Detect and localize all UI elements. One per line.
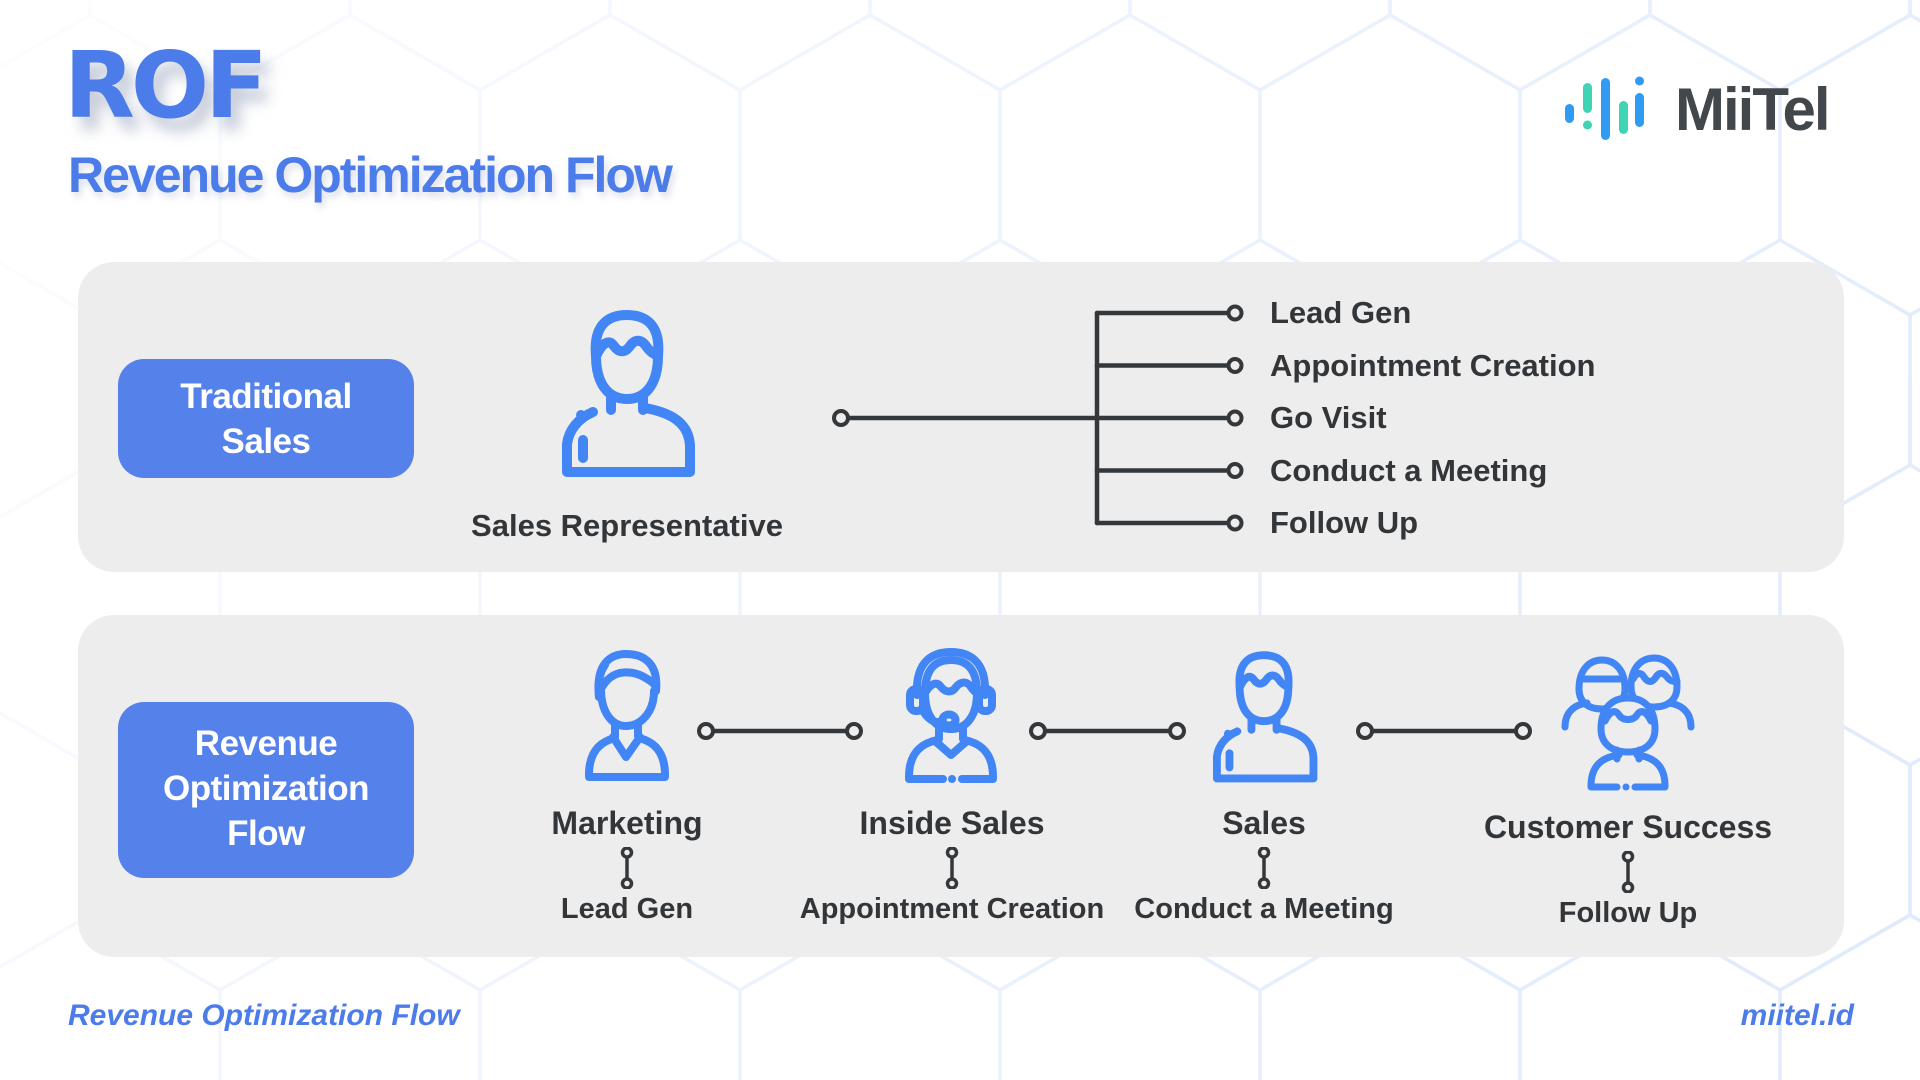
headset-person-icon [905,648,997,783]
step-label-appointment-creation: Appointment Creation [1270,348,1596,383]
traditional-sales-panel: Traditional Sales Sales Representative [78,262,1844,572]
person-role-label: Sales Representative [471,508,783,543]
role-name-label: Inside Sales [859,805,1045,841]
sales-representative-icon [562,310,695,477]
connector-dumbbell-icon [1257,847,1271,889]
page-title: ROF [64,32,268,139]
step-label-go-visit: Go Visit [1270,400,1387,435]
footer-website: miitel.id [1740,999,1854,1032]
role-name-label: Customer Success [1483,809,1773,845]
soundwave-logo-icon [1565,76,1644,140]
role-task-label: Follow Up [1558,897,1698,929]
revenue-optimization-badge: Revenue Optimization Flow [118,702,414,878]
traditional-sales-badge: Traditional Sales [118,359,414,478]
role-marketing: Marketing Lead Gen [457,645,797,927]
team-icon [1561,654,1695,791]
revenue-optimization-panel: Revenue Optimization Flow Marketing [78,615,1844,957]
badge-line: Revenue [194,724,338,763]
role-customer-success: Customer Success Follow Up [1458,645,1798,931]
role-name-label: Sales [1222,805,1306,841]
flow-connector-line [697,722,863,740]
marketing-person-icon [585,650,669,781]
step-label-conduct-a-meeting: Conduct a Meeting [1270,453,1548,488]
badge-line: Optimization [163,769,369,808]
sales-person-icon [1212,651,1318,783]
role-task-label: Lead Gen [560,893,694,925]
footer-caption: Revenue Optimization Flow [68,999,460,1032]
badge-line: Traditional [180,377,352,416]
role-inside-sales: Inside Sales Appointment Creation [782,645,1122,927]
badge-line: Flow [227,814,305,853]
brand-name: MiiTel [1675,76,1831,143]
connector-dumbbell-icon [620,847,634,889]
flow-connector-line [1029,722,1186,740]
connector-dumbbell-icon [945,847,959,889]
brand-logo: MiiTel [1563,74,1831,146]
role-name-label: Marketing [551,805,703,841]
role-task-label: Appointment Creation [799,893,1105,925]
step-label-lead-gen: Lead Gen [1270,295,1412,330]
role-sales: Sales Conduct a Meeting [1094,645,1434,927]
process-bracket-lines [832,304,1244,532]
connector-dumbbell-icon [1621,851,1635,893]
step-label-follow-up: Follow Up [1270,505,1419,540]
role-task-label: Conduct a Meeting [1134,893,1394,925]
flow-connector-line [1356,722,1532,740]
badge-line: Sales [221,422,311,461]
page-subtitle: Revenue Optimization Flow [68,147,673,203]
